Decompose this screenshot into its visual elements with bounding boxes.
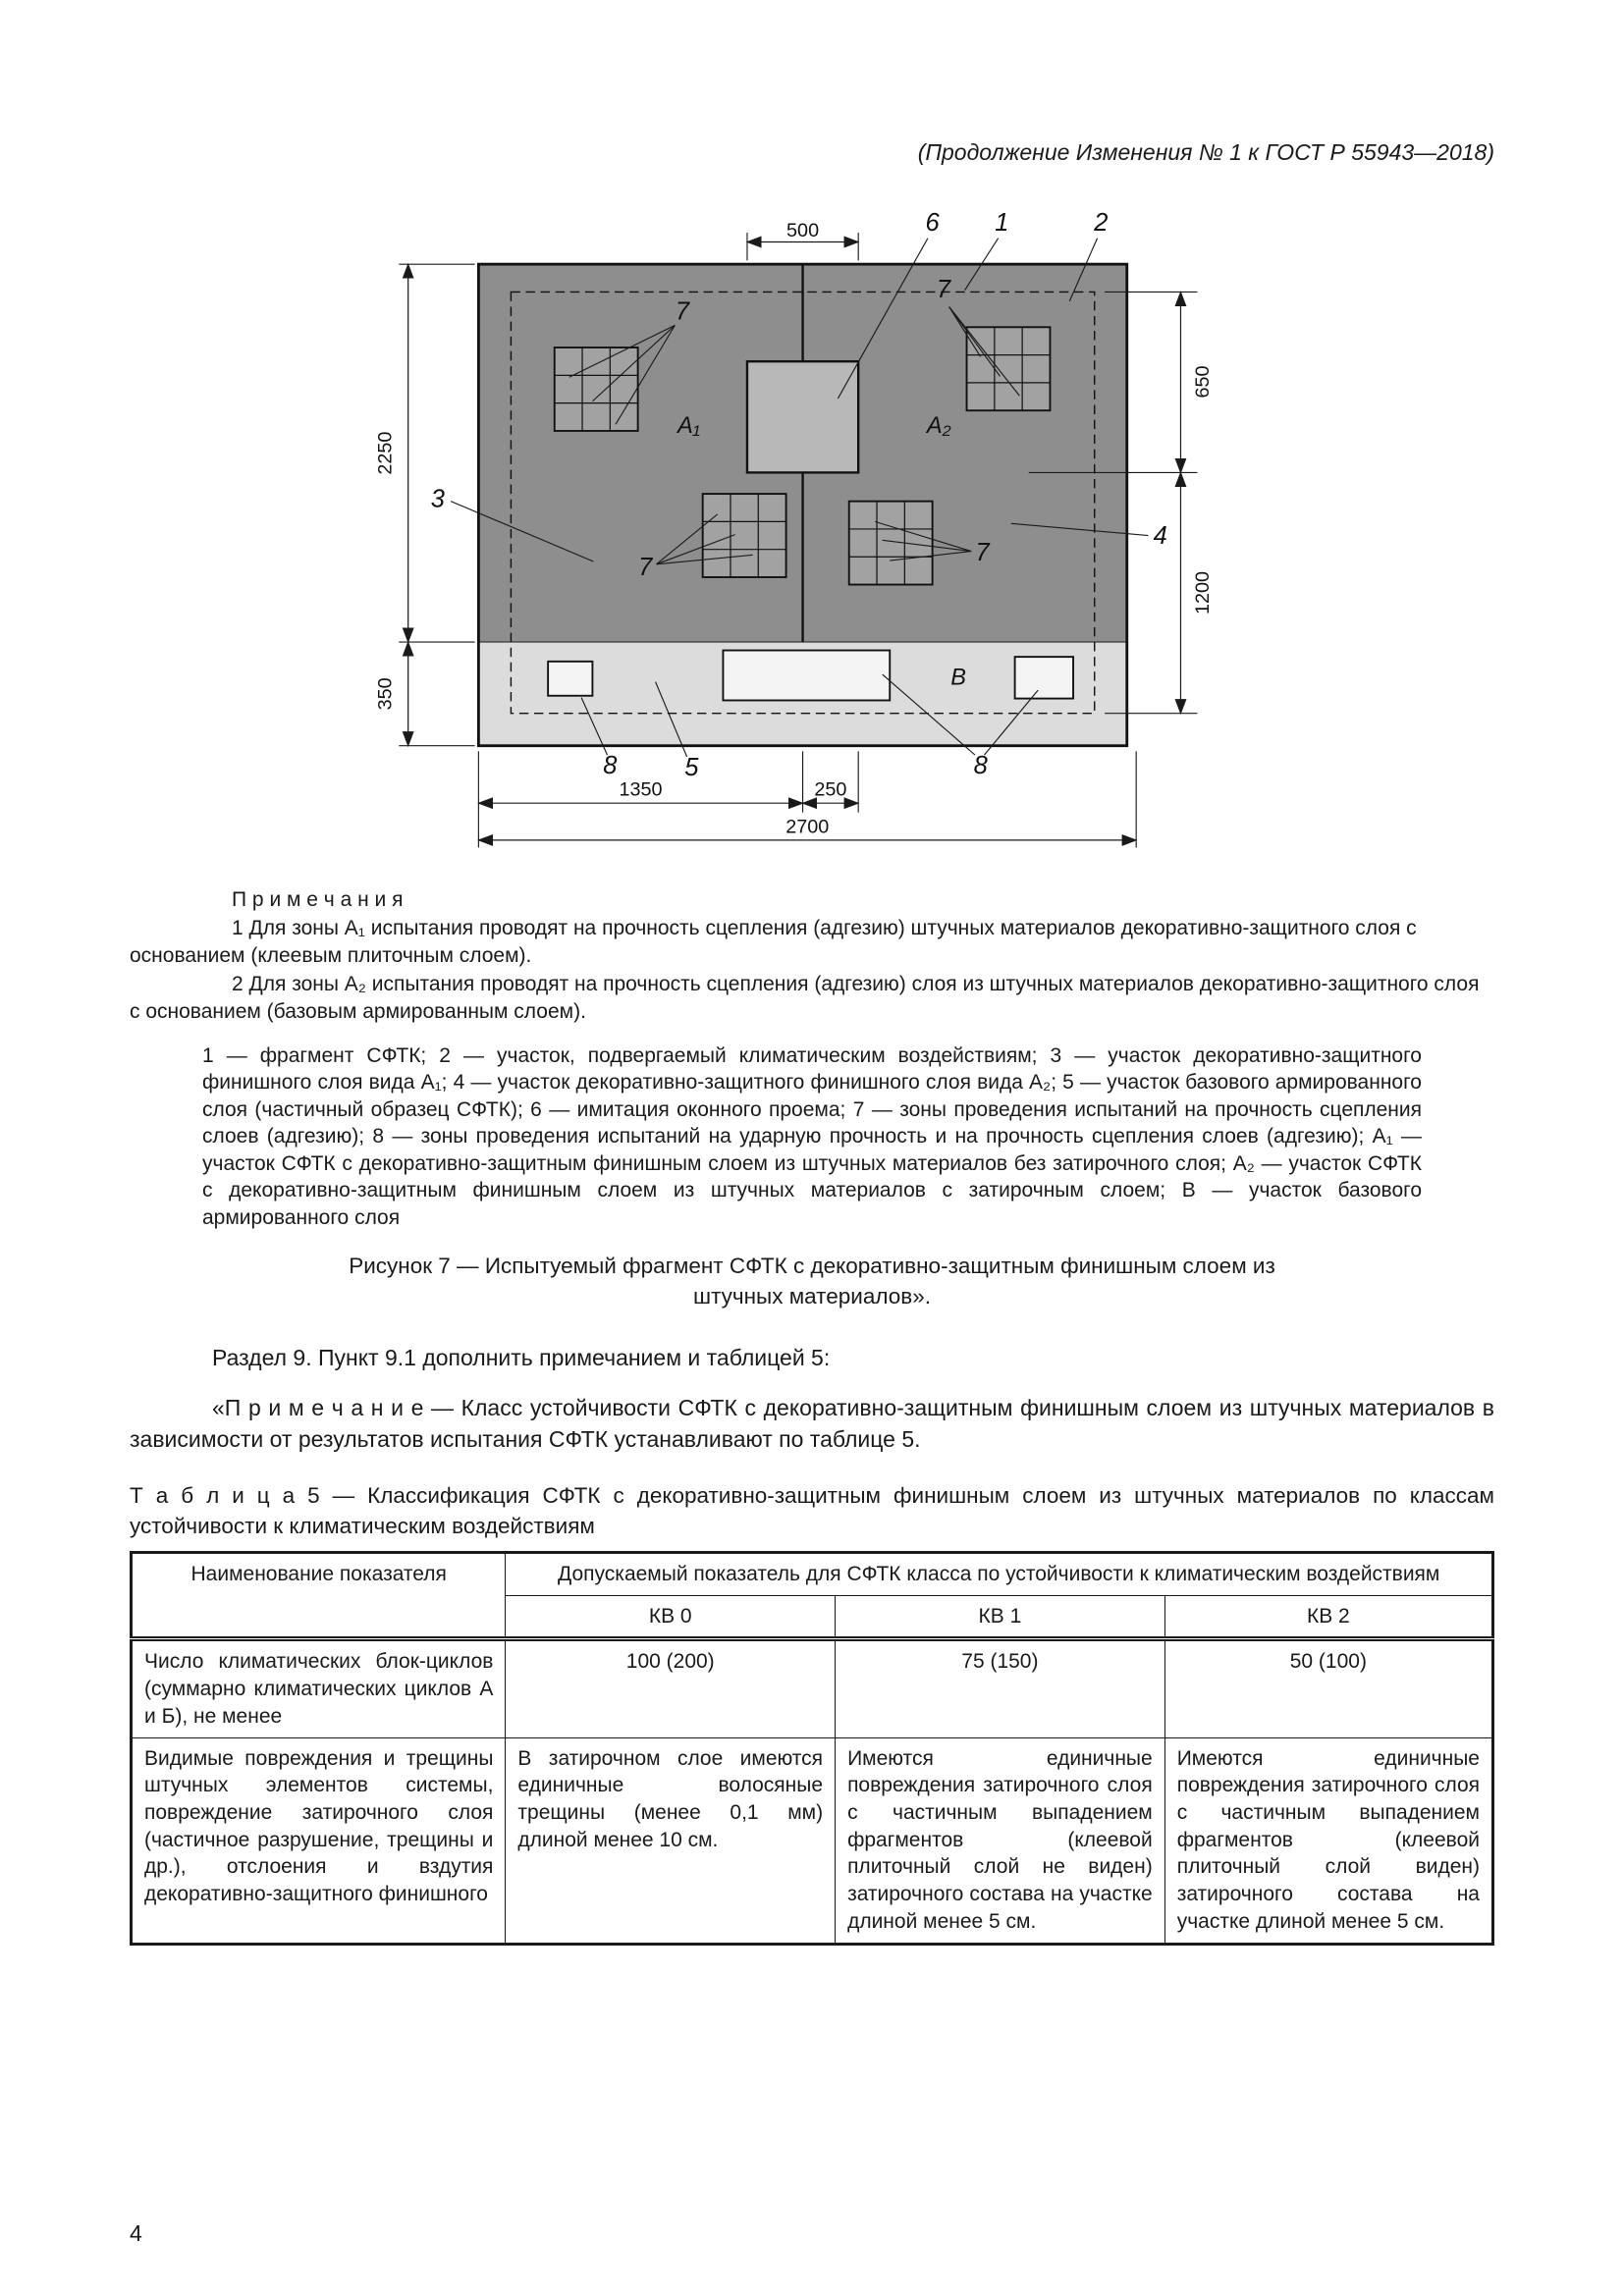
callout-7c: 7 — [638, 554, 653, 581]
page-header: (Продолжение Изменения № 1 к ГОСТ Р 5594… — [917, 139, 1494, 165]
zone-label-b: B — [950, 664, 966, 689]
zone-label-a1: A₁ — [676, 412, 700, 438]
callout-8a: 8 — [603, 752, 618, 779]
dimension-lines — [402, 236, 1187, 846]
callout-7a: 7 — [676, 298, 690, 326]
dim-250: 250 — [814, 779, 846, 801]
callout-4: 4 — [1154, 522, 1167, 550]
adhesion-test-grid-3 — [701, 493, 787, 578]
dim-500: 500 — [786, 220, 819, 241]
table-row: Видимые повреждения и трещины штучных эл… — [130, 1736, 1494, 1945]
row2-kv0: В затирочном слое имеются единичные воло… — [505, 1736, 837, 1945]
row2-kv1: Имеются единичные повреждения затирочног… — [835, 1736, 1165, 1945]
notes-title: П р и м е ч а н и я — [232, 888, 404, 911]
row1-kv2: 50 (100) — [1164, 1638, 1494, 1738]
table-5: Наименование показателя Допускаемый пока… — [130, 1550, 1494, 1946]
figure-notes: П р и м е ч а н и я 1 Для зоны A₁ испыта… — [130, 886, 1494, 1027]
climate-zone-dashed-border — [510, 291, 1096, 715]
table-header-row-2: КВ 0 КВ 1 КВ 2 — [132, 1594, 1494, 1642]
adhesion-test-grid-4 — [847, 500, 934, 586]
row2-kv2: Имеются единичные повреждения затирочног… — [1164, 1736, 1494, 1945]
table-header-row-1: Наименование показателя Допускаемый пока… — [130, 1551, 1493, 1642]
col-header-kv2: КВ 2 — [1164, 1594, 1494, 1642]
zone-label-a2: A₂ — [925, 412, 951, 438]
table-row: Число климатических блок-циклов (суммарн… — [130, 1638, 1494, 1738]
row1-name: Число климатических блок-циклов (суммарн… — [130, 1638, 507, 1738]
row2-name: Видимые повреждения и трещины штучных эл… — [130, 1736, 507, 1945]
leader-lines — [450, 238, 1149, 758]
row1-kv0: 100 (200) — [505, 1638, 837, 1738]
section-paragraph: Раздел 9. Пункт 9.1 дополнить примечание… — [212, 1345, 831, 1371]
col-header-kv0: КВ 0 — [505, 1594, 837, 1642]
adhesion-test-grid-1 — [553, 347, 639, 432]
dim-2700: 2700 — [785, 816, 829, 837]
figure-legend: 1 — фрагмент СФТК; 2 — участок, подверга… — [202, 1043, 1422, 1229]
impact-test-areas — [547, 649, 1074, 702]
dim-1200: 1200 — [1192, 571, 1214, 614]
note-item-2: 2 Для зоны A₂ испытания проводят на проч… — [130, 972, 1480, 1024]
dim-650: 650 — [1192, 365, 1214, 398]
col-header-group: Допускаемый показатель для СФТК класса п… — [505, 1551, 1493, 1596]
dim-2250: 2250 — [375, 432, 397, 475]
adhesion-test-grid-2 — [965, 326, 1052, 412]
callout-6: 6 — [926, 209, 941, 237]
dim-350: 350 — [375, 677, 397, 710]
callout-3: 3 — [431, 485, 445, 512]
note-item-1: 1 Для зоны A₁ испытания проводят на проч… — [130, 916, 1417, 968]
callout-5: 5 — [684, 754, 699, 781]
col-header-name: Наименование показателя — [130, 1551, 507, 1642]
col-header-kv1: КВ 1 — [835, 1594, 1165, 1642]
callout-8b: 8 — [974, 752, 989, 779]
figure-7-drawing: 500 2250 350 650 1200 1350 250 2700 6 1 … — [375, 209, 1214, 848]
figure-caption: Рисунок 7 — Испытуемый фрагмент СФТК с д… — [349, 1254, 1275, 1309]
row1-kv1: 75 (150) — [835, 1638, 1165, 1738]
window-opening-imitation — [745, 360, 860, 474]
callout-1: 1 — [995, 209, 1008, 237]
page-number: 4 — [130, 2220, 142, 2246]
callout-7b: 7 — [937, 276, 951, 303]
callout-7d: 7 — [975, 539, 990, 566]
table-title: Т а б л и ц а 5 — Классификация СФТК с д… — [130, 1482, 1494, 1538]
callout-2: 2 — [1093, 209, 1108, 237]
note-paragraph: «П р и м е ч а н и е — Класс устойчивост… — [130, 1395, 1494, 1452]
dim-1350: 1350 — [619, 779, 662, 801]
